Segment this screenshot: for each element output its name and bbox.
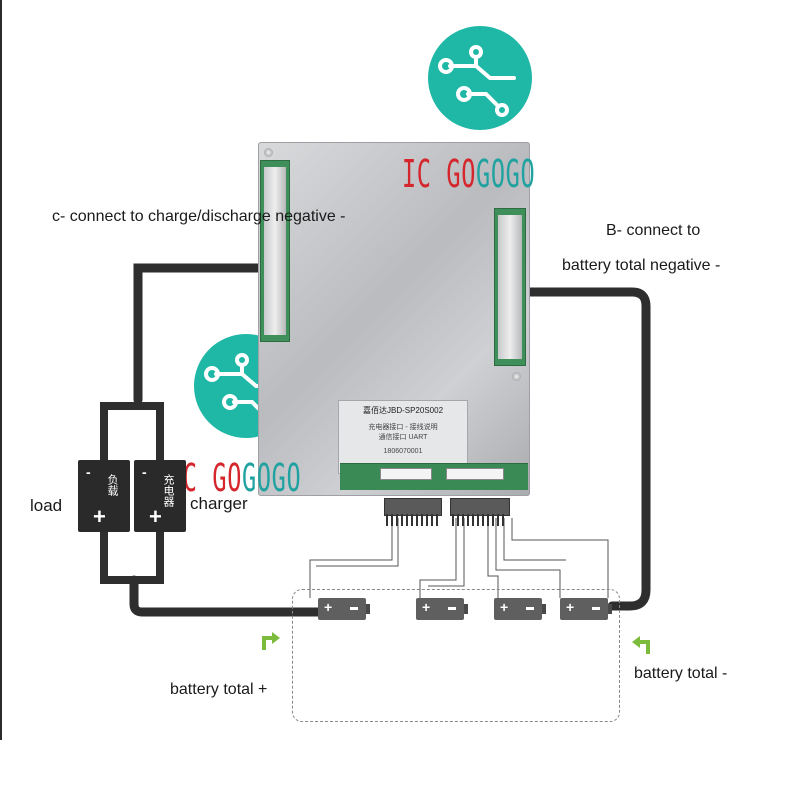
balance-plug-pins [452, 514, 506, 526]
battery-icon: + [416, 598, 468, 620]
b-minus-label-line1: B- connect to [606, 222, 701, 239]
board-label-line2: 充电器接口 - 接线说明 [368, 424, 438, 431]
left-border-line [0, 0, 2, 740]
balance-connector [446, 468, 504, 480]
screw [512, 372, 521, 381]
charger-device-name: 充电器 [162, 474, 174, 507]
charger-label: charger [190, 494, 248, 513]
pcb-connector-strip [340, 463, 528, 490]
screw [264, 148, 273, 157]
b-minus-terminal [494, 208, 526, 366]
load-device-name: 负载 [106, 474, 118, 496]
curved-arrow-icon [262, 632, 280, 650]
board-model: 嘉佰达JBD-SP20S002 [362, 406, 444, 415]
balance-plug-pins [386, 514, 438, 526]
battery-pack-outline [292, 589, 620, 722]
circuit-logo-icon [428, 26, 532, 130]
battery-icon: + [318, 598, 370, 620]
battery-icon: + [494, 598, 546, 620]
c-minus-terminal [260, 160, 290, 342]
battery-total-minus-label: battery total - [634, 665, 728, 682]
board-serial: 1806070001 [383, 448, 423, 455]
c-minus-label: c- connect to charge/discharge negative … [52, 208, 346, 225]
battery-total-plus-label: battery total + [170, 681, 268, 698]
battery-plus-wire [129, 575, 323, 617]
bms-board: 嘉佰达JBD-SP20S002 充电器接口 - 接线说明 通信接口 UART 1… [258, 142, 530, 496]
b-minus-wire [519, 287, 651, 611]
parallel-bracket-bottom [100, 530, 164, 584]
watermark-top: IC GOGOGO [402, 152, 536, 196]
c-minus-wire [133, 263, 273, 405]
balance-wires [309, 518, 609, 598]
battery-icon: + [560, 598, 612, 620]
uart-connector [380, 468, 432, 480]
load-label: load [30, 496, 63, 515]
parallel-bracket-top [100, 402, 164, 462]
charger-device: - 充电器 + [134, 460, 186, 532]
board-label-line3: 通信接口 UART [378, 434, 428, 441]
curved-arrow-icon [632, 636, 650, 654]
load-device: - 负载 + [78, 460, 130, 532]
b-minus-label-line2: battery total negative - [562, 257, 721, 274]
